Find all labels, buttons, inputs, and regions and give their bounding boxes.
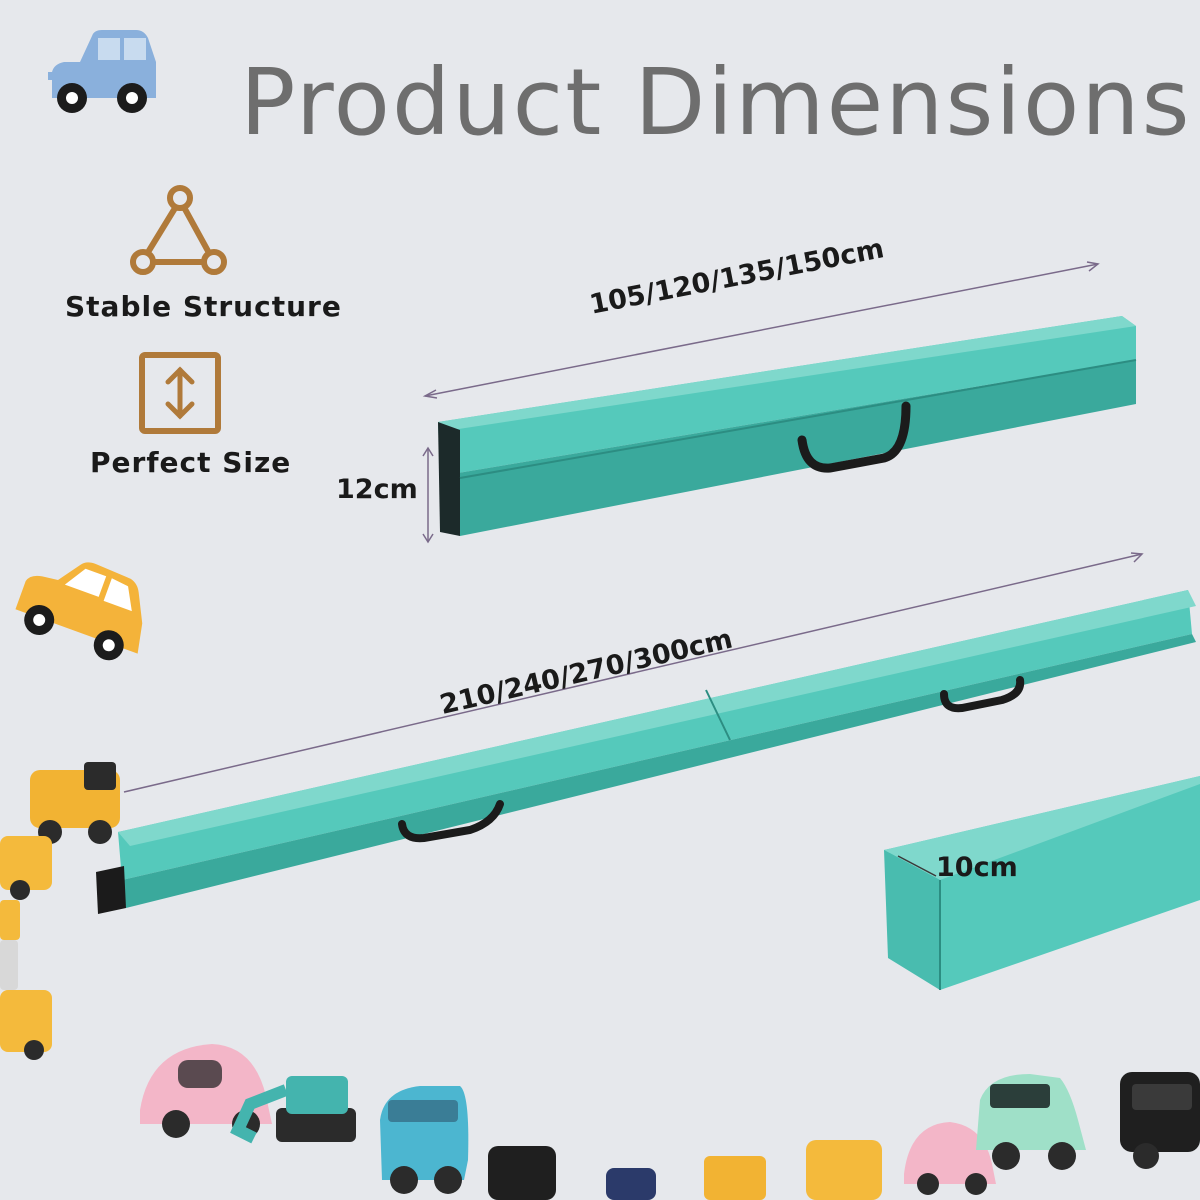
width-label: 10cm: [936, 852, 1018, 883]
unfolded-length-label: 210/240/270/300cm: [437, 623, 736, 721]
folded-length-label: 105/120/135/150cm: [587, 233, 887, 321]
page-title: Product Dimensions: [240, 49, 1192, 156]
feature-label-perfect-size: Perfect Size: [90, 446, 292, 479]
feature-label-stable-structure: Stable Structure: [65, 290, 342, 323]
height-label: 12cm: [336, 474, 418, 505]
